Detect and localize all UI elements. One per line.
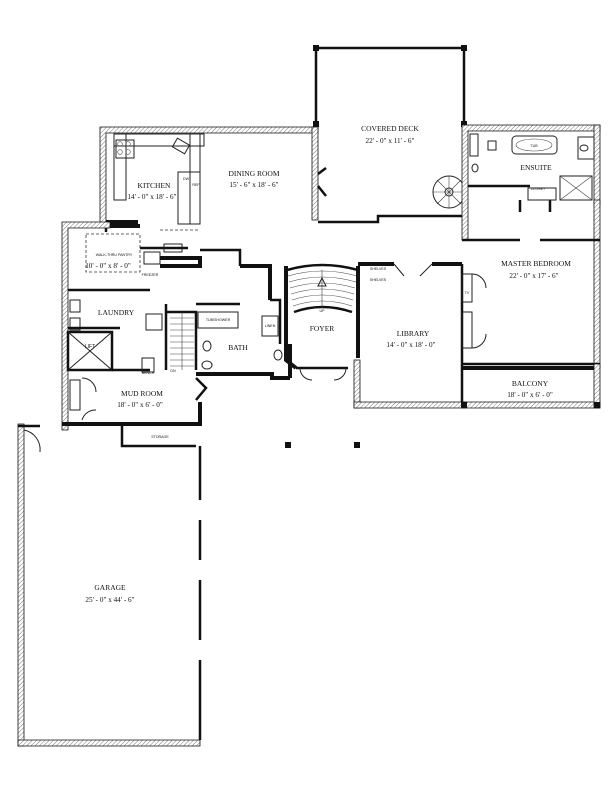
tv-label: TV (465, 291, 470, 295)
mud-room-dim: 18' - 0" x 6' - 0" (117, 401, 163, 409)
ref-label: REF (192, 183, 200, 187)
laundry-mudroom-area (62, 299, 208, 448)
balcony-dim: 18' - 0" x 6' - 0" (507, 391, 553, 399)
bench-label: BENCH (142, 371, 155, 375)
interior-stair (170, 312, 194, 370)
master-bedroom-dim: 22' - 0" x 17' - 6" (509, 272, 558, 280)
tub-shower-label: TUB/SHOWER (206, 318, 231, 322)
foyer-label: FOYER (310, 324, 335, 333)
kitchen-dim: 14' - 0" x 18' - 6" (127, 193, 176, 201)
kitchen-dining-area (99, 126, 327, 232)
shelves-label: SHELVES (370, 267, 387, 271)
freezer-label: FREEZER (142, 273, 159, 277)
foyer-stair (286, 263, 359, 314)
room-labels: COVERED DECK 22' - 0" x 11' - 6" ENSUITE… (85, 124, 571, 604)
covered-deck-dim: 22' - 0" x 11' - 6" (366, 137, 415, 145)
master-bedroom-label: MASTER BEDROOM (501, 259, 571, 268)
covered-deck-area (313, 45, 467, 224)
kitchen-label: KITCHEN (138, 181, 171, 190)
garage-dim: 25' - 0" x 44' - 6" (85, 596, 134, 604)
linen-label: LINEN (265, 324, 276, 328)
mud-room-label: MUD ROOM (121, 389, 163, 398)
tub-label: TUB (530, 144, 538, 148)
pantry-area (61, 221, 242, 431)
dw-label: DW (183, 177, 190, 181)
bath-label: BATH (228, 343, 248, 352)
library-label: LIBRARY (397, 329, 430, 338)
library-dim: 14' - 0" x 18' - 0" (386, 341, 435, 349)
ensuite-area (461, 124, 601, 241)
laundry-label: LAUNDRY (98, 308, 135, 317)
ensuite-label: ENSUITE (520, 163, 552, 172)
pantry-dim: 10' - 0" x 8' - 0" (85, 262, 131, 270)
dining-room-dim: 15' - 6" x 18' - 6" (229, 181, 278, 189)
dining-room-label: DINING ROOM (228, 169, 279, 178)
interior-stair-dn-label: DN (170, 369, 176, 373)
balcony-label: BALCONY (512, 379, 549, 388)
garage-area (17, 423, 202, 747)
ensuite-closet-label: CLOSET (531, 187, 546, 191)
storage-label: STORAGE (151, 435, 169, 439)
fixture-labels: UP DN STORAGE CLOSET TUB/SHOWER LINEN SH… (142, 144, 546, 439)
foyer-stair-up-label: UP (320, 309, 326, 313)
garage-label: GARAGE (94, 583, 126, 592)
master-bedroom-area (461, 199, 601, 409)
core-area (164, 262, 467, 448)
covered-deck-label: COVERED DECK (361, 124, 419, 133)
pantry-label: WALK-THRU PANTRY (96, 253, 133, 257)
shelves-label-2: SHELVES (370, 278, 387, 282)
lift-label: LIFT (85, 344, 95, 350)
